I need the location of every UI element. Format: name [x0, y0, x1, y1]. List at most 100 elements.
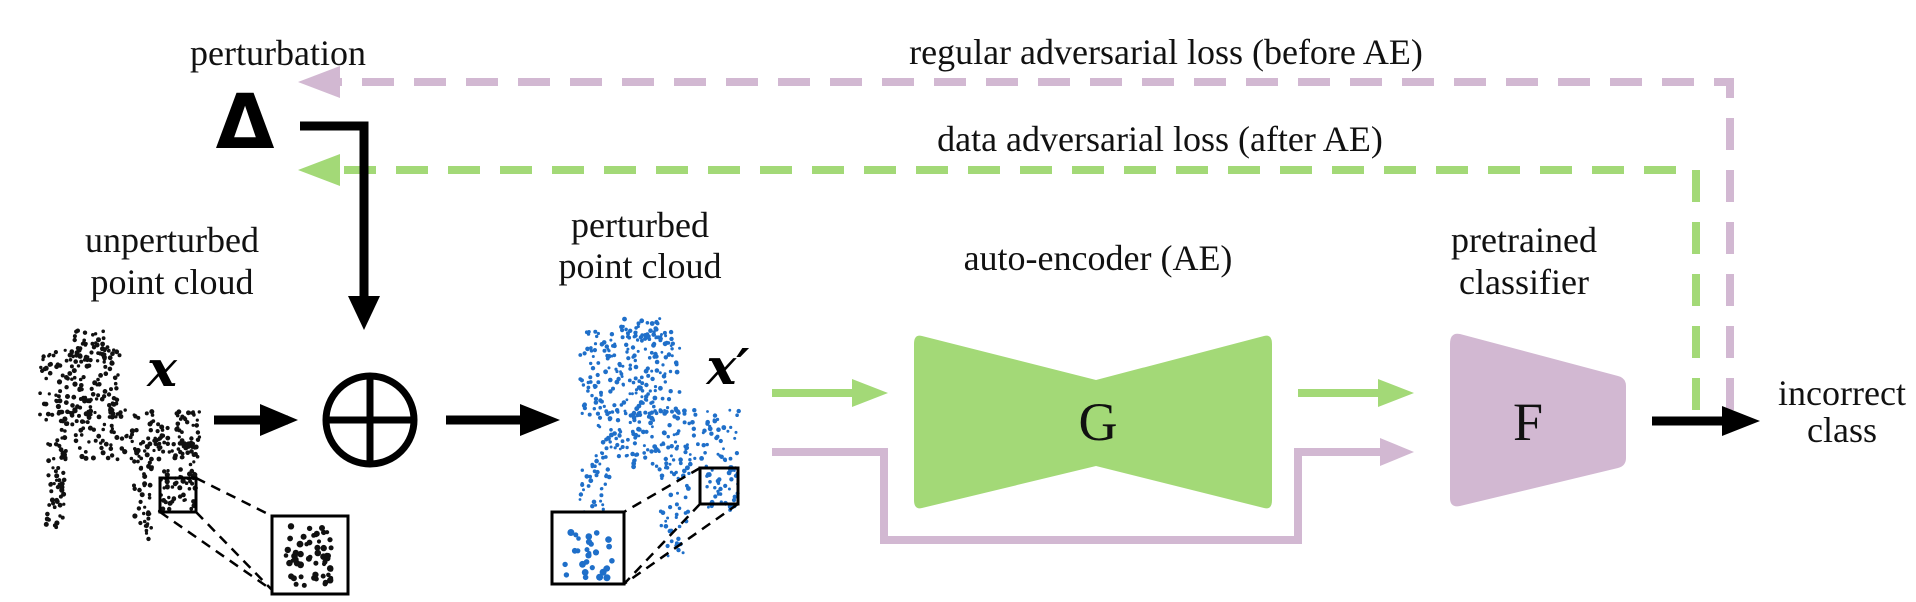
- point: [580, 411, 584, 415]
- point: [682, 420, 687, 425]
- point: [195, 437, 201, 442]
- point: [657, 450, 661, 454]
- point: [599, 393, 603, 397]
- point: [179, 438, 185, 443]
- point: [691, 426, 696, 431]
- point: [122, 449, 128, 455]
- point: [152, 438, 157, 443]
- point: [45, 411, 51, 417]
- point: [622, 316, 627, 322]
- point: [167, 450, 171, 454]
- point: [578, 353, 583, 357]
- point: [636, 403, 642, 409]
- arrowhead-bypass-to-classifier: [1380, 438, 1414, 466]
- point: [650, 461, 655, 466]
- data-loss-loop: [298, 154, 1700, 410]
- point: [630, 345, 636, 350]
- point: [709, 431, 714, 436]
- point: [669, 470, 674, 474]
- point: [98, 351, 103, 356]
- point: [646, 373, 651, 378]
- point: [142, 511, 146, 516]
- point: [138, 520, 143, 526]
- point: [602, 348, 607, 353]
- point: [643, 455, 648, 460]
- point: [640, 395, 644, 399]
- point: [670, 354, 674, 358]
- point: [69, 351, 74, 355]
- point: [149, 456, 154, 462]
- point: [648, 389, 652, 393]
- point: [691, 433, 697, 438]
- point: [633, 358, 637, 363]
- point: [72, 334, 77, 339]
- point: [640, 381, 645, 386]
- point: [48, 442, 53, 447]
- point: [180, 451, 185, 456]
- point: [328, 545, 334, 551]
- point: [46, 517, 51, 522]
- point: [665, 465, 670, 470]
- point: [653, 385, 658, 389]
- point: [664, 334, 668, 338]
- point: [149, 409, 155, 415]
- point: [314, 544, 321, 551]
- point: [147, 441, 153, 447]
- point: [286, 559, 293, 567]
- point: [284, 546, 291, 554]
- point: [631, 380, 636, 385]
- point: [96, 377, 100, 382]
- point: [187, 487, 192, 491]
- point: [628, 328, 633, 333]
- point: [651, 332, 656, 337]
- regular-loss-label: regular adversarial loss (before AE): [909, 32, 1423, 72]
- point: [668, 462, 672, 466]
- point: [74, 419, 79, 424]
- point: [598, 462, 602, 466]
- point: [658, 509, 663, 514]
- point: [593, 530, 600, 536]
- point: [57, 398, 63, 404]
- point: [594, 454, 598, 458]
- point: [665, 543, 670, 549]
- point: [93, 332, 98, 336]
- point: [112, 348, 116, 352]
- point: [103, 348, 107, 353]
- point: [48, 352, 52, 357]
- point: [643, 347, 648, 351]
- point: [601, 503, 605, 507]
- point: [609, 428, 613, 432]
- point: [637, 379, 642, 384]
- point: [595, 411, 601, 416]
- point: [95, 359, 100, 363]
- point: [95, 383, 99, 387]
- point: [54, 398, 59, 403]
- point: [130, 439, 134, 444]
- point: [312, 571, 319, 578]
- point: [682, 468, 687, 474]
- perturbed-label-line1: perturbed: [571, 205, 709, 245]
- point: [589, 361, 593, 366]
- point: [660, 350, 664, 354]
- point: [176, 447, 181, 451]
- point: [584, 547, 590, 553]
- point: [135, 447, 141, 454]
- point: [149, 526, 153, 530]
- point: [155, 429, 160, 434]
- point: [88, 405, 93, 409]
- point: [584, 330, 589, 335]
- point: [735, 413, 739, 418]
- point: [60, 419, 65, 424]
- unperturbed-zoom-lines: [159, 476, 273, 592]
- point: [183, 498, 187, 502]
- point: [590, 393, 594, 398]
- point: [654, 359, 660, 365]
- point: [585, 533, 593, 540]
- point: [139, 492, 145, 498]
- point: [109, 414, 115, 420]
- point: [75, 404, 80, 409]
- point: [630, 451, 635, 457]
- point: [147, 496, 152, 500]
- point: [596, 361, 601, 365]
- point: [183, 417, 188, 422]
